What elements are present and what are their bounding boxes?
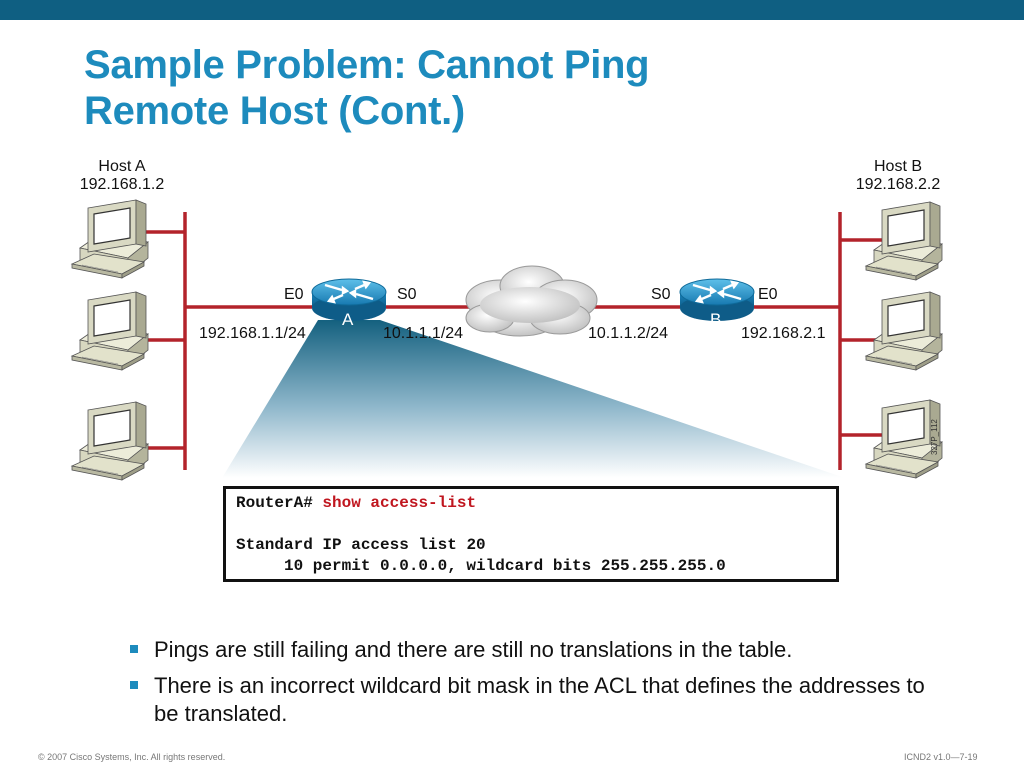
- host-a-ip: 192.168.1.2: [79, 176, 165, 193]
- bullet-square-icon: [130, 681, 138, 689]
- bullet-item: Pings are still failing and there are st…: [130, 636, 930, 664]
- host-b-name: Host B: [873, 158, 922, 175]
- bullet-list: Pings are still failing and there are st…: [130, 636, 930, 736]
- title-line-1: Sample Problem: Cannot Ping: [84, 43, 650, 87]
- router-b-s0-label: S0: [651, 286, 671, 303]
- host-a-label: Host A 192.168.1.2: [72, 158, 172, 194]
- bullet-square-icon: [130, 645, 138, 653]
- router-a-s0-label: S0: [397, 286, 417, 303]
- zoom-callout-beam: [222, 320, 845, 478]
- host-a-computer-2: [71, 291, 149, 371]
- host-b-label: Host B 192.168.2.2: [848, 158, 948, 194]
- router-a-name: A: [342, 310, 354, 329]
- bullet-text: There is an incorrect wildcard bit mask …: [154, 673, 925, 726]
- cli-output-box: RouterA# show access-list Standard IP ac…: [223, 486, 839, 582]
- footer-course-id: ICND2 v1.0—7-19: [904, 752, 978, 762]
- router-a-e0-label: E0: [284, 286, 304, 303]
- cli-blank-line: [236, 514, 836, 535]
- host-b-ip: 192.168.2.2: [855, 176, 941, 193]
- router-a-e0-ip: 192.168.1.1/24: [199, 325, 306, 342]
- router-b-e0-label: E0: [758, 286, 778, 303]
- cli-output-line-2: 10 permit 0.0.0.0, wildcard bits 255.255…: [284, 557, 726, 575]
- cli-prompt: RouterA#: [236, 494, 313, 512]
- router-a-s0-ip: 10.1.1.1/24: [383, 325, 464, 342]
- cli-output-line-1: Standard IP access list 20: [236, 536, 486, 554]
- cli-command-line: RouterA# show access-list: [236, 493, 836, 514]
- network-diagram: [71, 199, 943, 481]
- host-a-name: Host A: [98, 158, 146, 175]
- slide-title: Sample Problem: Cannot Ping Remote Host …: [84, 42, 650, 134]
- host-b-computer-2: [865, 291, 943, 371]
- title-line-2: Remote Host (Cont.): [84, 89, 465, 133]
- figure-id: 327P_112: [930, 419, 939, 455]
- cli-command: show access-list: [322, 494, 477, 512]
- top-banner: [0, 0, 1024, 20]
- bullet-item: There is an incorrect wildcard bit mask …: [130, 672, 930, 728]
- router-b-e0-ip: 192.168.2.1: [741, 325, 826, 342]
- router-b-s0-ip: 10.1.1.2/24: [588, 325, 669, 342]
- wan-cloud-icon: [465, 265, 598, 337]
- host-a-computer-3: [71, 401, 149, 481]
- footer-copyright: © 2007 Cisco Systems, Inc. All rights re…: [38, 752, 226, 762]
- router-b-name: B: [710, 310, 722, 329]
- bullet-text: Pings are still failing and there are st…: [154, 637, 793, 662]
- host-a-computer-1: [71, 199, 149, 279]
